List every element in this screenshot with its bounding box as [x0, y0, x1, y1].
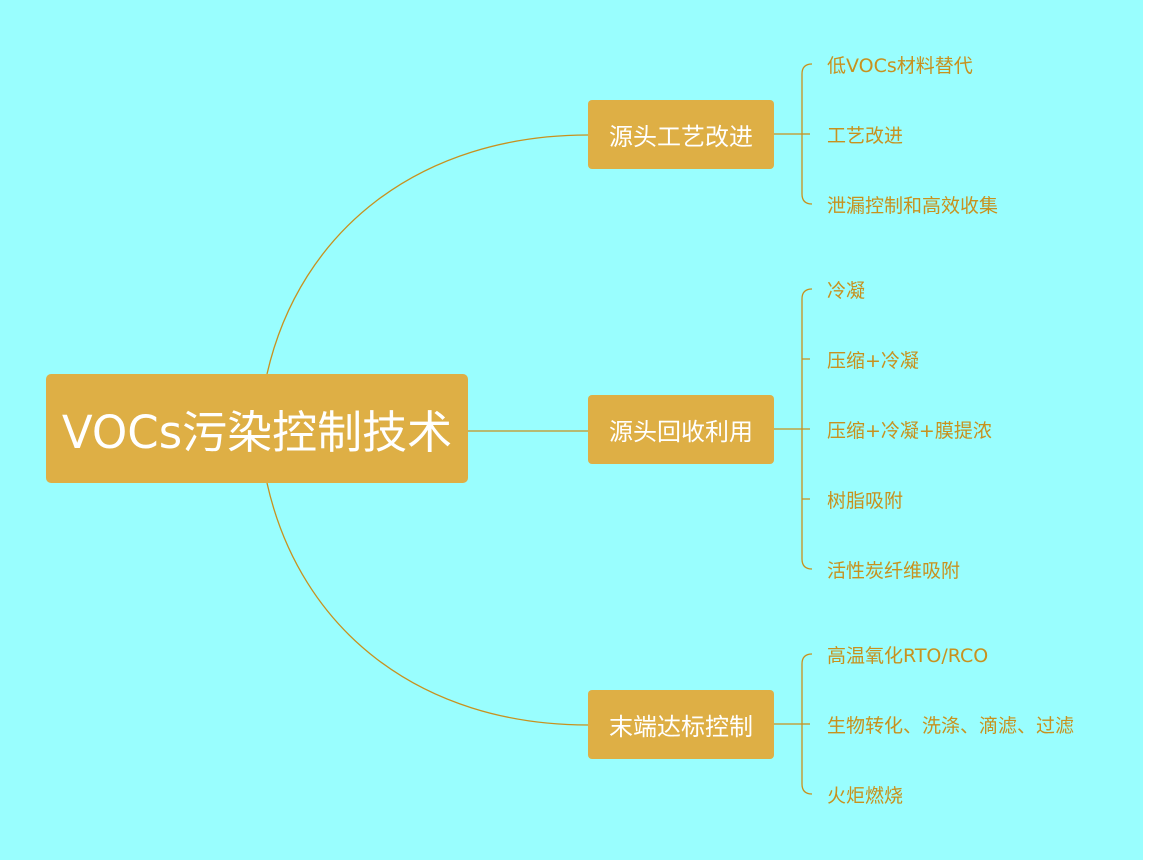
leaf-node[interactable]: 生物转化、洗涤、滴滤、过滤	[827, 715, 1075, 737]
leaf-node[interactable]: 树脂吸附	[827, 490, 904, 512]
leaf-node[interactable]: 高温氧化RTO/RCO	[827, 645, 989, 667]
leaf-node[interactable]: 冷凝	[827, 280, 866, 302]
branch-node-label: 源头工艺改进	[609, 123, 753, 151]
leaf-node[interactable]: 压缩+冷凝	[827, 350, 919, 372]
leaf-node[interactable]: 活性炭纤维吸附	[827, 560, 961, 582]
branch-node-label: 末端达标控制	[609, 713, 753, 741]
leaf-node[interactable]: 泄漏控制和高效收集	[827, 195, 999, 217]
leaf-node[interactable]: 压缩+冷凝+膜提浓	[827, 420, 992, 442]
branch-node-label: 源头回收利用	[609, 418, 753, 446]
root-node-label: VOCs污染控制技术	[61, 406, 453, 459]
root-node[interactable]: VOCs污染控制技术	[46, 374, 468, 483]
branch-node-source-process[interactable]: 源头工艺改进	[588, 100, 774, 169]
leaf-node[interactable]: 低VOCs材料替代	[827, 55, 973, 77]
bracket-ticks-branch-1	[802, 358, 810, 500]
connector-root-branch-2	[266, 482, 589, 726]
leaf-node[interactable]: 火炬燃烧	[827, 785, 904, 807]
branch-node-source-recovery[interactable]: 源头回收利用	[588, 395, 774, 464]
connector-root-branch-0	[266, 134, 589, 375]
leaf-node[interactable]: 工艺改进	[827, 125, 904, 147]
branch-node-end-control[interactable]: 末端达标控制	[588, 690, 774, 759]
